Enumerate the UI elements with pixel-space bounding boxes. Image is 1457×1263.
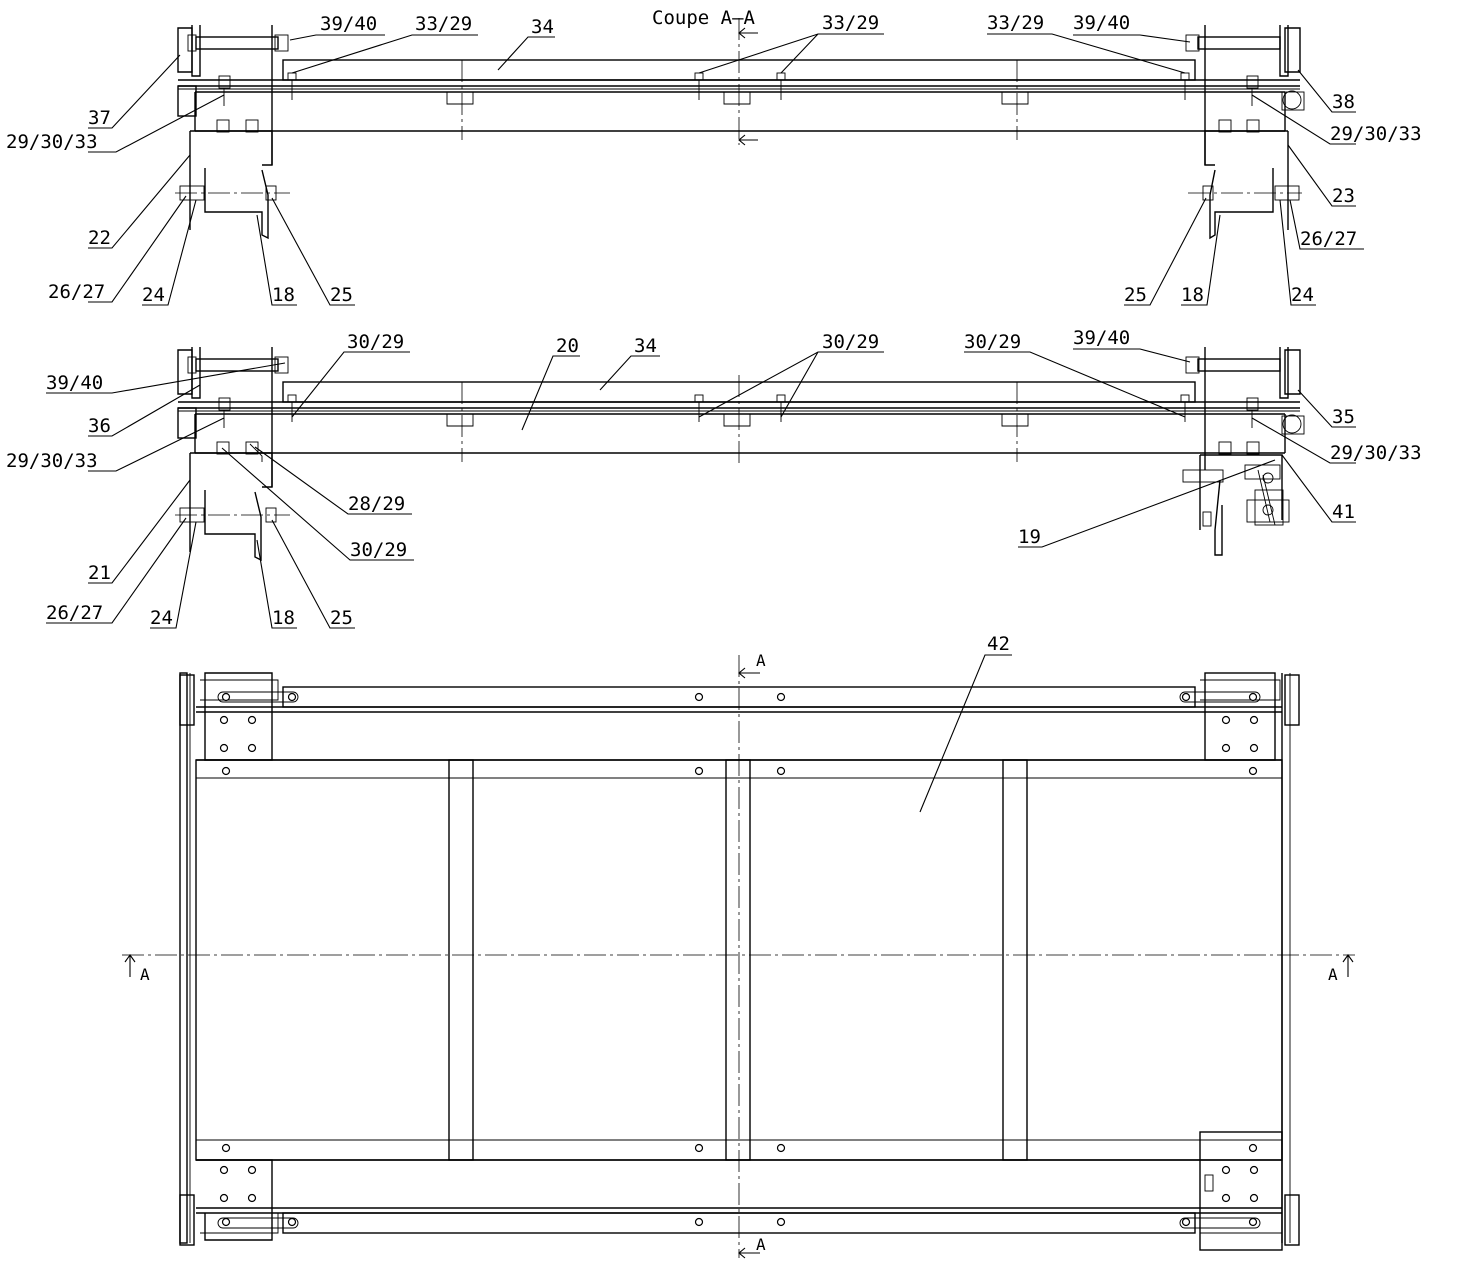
callout: 24 [142, 284, 165, 306]
section-marker: A [140, 965, 150, 984]
callout: 35 [1332, 406, 1355, 428]
callout: 28/29 [348, 493, 405, 515]
bolt-group [287, 394, 1190, 422]
callout: 23 [1332, 185, 1355, 207]
callout: 39/40 [1073, 327, 1130, 349]
callout-group-top: 39/40 33/29 34 33/29 33/29 39/40 37 38 2… [6, 12, 1422, 306]
callout: 18 [272, 607, 295, 629]
section-marker: A [1328, 965, 1338, 984]
callout: 20 [556, 335, 579, 357]
callout: 24 [150, 607, 173, 629]
section-title: Coupe A–A [652, 7, 756, 29]
callout: 25 [330, 284, 353, 306]
callout: 39/40 [1073, 12, 1130, 34]
callout: 30/29 [350, 539, 407, 561]
callout: 30/29 [964, 331, 1021, 353]
callout: 33/29 [987, 12, 1044, 34]
callout: 34 [634, 335, 657, 357]
callout: 37 [88, 107, 111, 129]
callout: 29/30/33 [6, 450, 98, 472]
callout: 18 [1181, 284, 1204, 306]
section-marker: A [756, 1235, 766, 1254]
callout-group-middle: 30/29 20 34 30/29 30/29 39/40 39/40 36 3… [6, 327, 1422, 629]
callout: 34 [531, 16, 554, 38]
section-view-middle: 30/29 20 34 30/29 30/29 39/40 39/40 36 3… [6, 327, 1422, 629]
callout: 42 [987, 633, 1010, 655]
plan-view: A A A A 42 [122, 633, 1355, 1259]
callout: 30/29 [822, 331, 879, 353]
hole-group [219, 692, 1259, 1227]
callout: 26/27 [1300, 228, 1357, 250]
callout: 26/27 [46, 602, 103, 624]
callout: 26/27 [48, 281, 105, 303]
callout: 29/30/33 [1330, 442, 1422, 464]
callout: 33/29 [415, 13, 472, 35]
callout: 24 [1291, 284, 1314, 306]
callout: 36 [88, 415, 111, 437]
section-marker: A [756, 651, 766, 670]
callout: 39/40 [46, 372, 103, 394]
callout: 38 [1332, 91, 1355, 113]
callout: 30/29 [347, 331, 404, 353]
callout: 41 [1332, 501, 1355, 523]
callout: 21 [88, 562, 111, 584]
callout: 29/30/33 [6, 131, 98, 153]
callout: 18 [272, 284, 295, 306]
callout: 25 [1124, 284, 1147, 306]
callout: 22 [88, 227, 111, 249]
callout: 33/29 [822, 12, 879, 34]
callout: 19 [1018, 526, 1041, 548]
callout: 29/30/33 [1330, 123, 1422, 145]
section-view-top: Coupe A–A [6, 7, 1422, 306]
callout: 25 [330, 607, 353, 629]
callout: 39/40 [320, 13, 377, 35]
